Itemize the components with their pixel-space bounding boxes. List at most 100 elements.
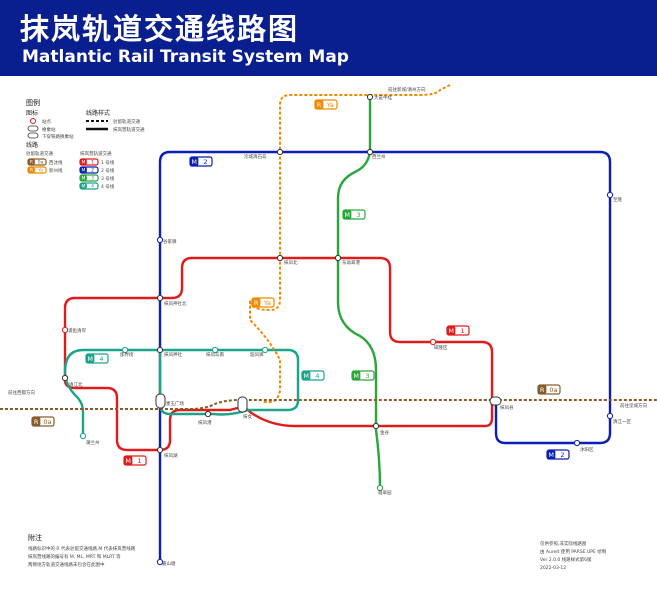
station-label: 抹凤湖 bbox=[164, 452, 178, 459]
station-label: 清江一区 bbox=[613, 418, 631, 425]
station[interactable]: 抹凤神社 bbox=[156, 346, 182, 358]
station[interactable]: 沦城清石岛 bbox=[244, 148, 284, 160]
r0a-right-terminal-label: 前往坚城方向 bbox=[620, 402, 647, 409]
notes-line-3: 两侧地方轨道交通线路未包含在此图中 bbox=[28, 561, 105, 568]
station-label: 韶凤驿 bbox=[250, 351, 264, 358]
notes-title: 附注 bbox=[28, 533, 42, 542]
station-label: 大苔牛桂 bbox=[374, 94, 392, 101]
legend-line-name: 4 号线 bbox=[101, 183, 115, 190]
station[interactable]: 谷家驿 bbox=[156, 236, 177, 245]
badge-letter: R bbox=[317, 101, 322, 109]
station[interactable]: 东翁翠港 bbox=[334, 254, 360, 266]
legend-line-name: 1 号线 bbox=[101, 159, 115, 166]
station-label: 沐阳区 bbox=[580, 446, 594, 453]
badge-letter: M bbox=[81, 184, 85, 190]
station-label: 抹凤北 bbox=[284, 259, 298, 266]
station[interactable]: 抹凤湖 bbox=[156, 446, 178, 459]
badge-code: 3 bbox=[91, 176, 94, 182]
legend-line-name: 新州线 bbox=[49, 167, 63, 174]
station[interactable]: 抹女 bbox=[237, 396, 252, 420]
notes-line-1: 线路标识中的 R 代表驻留交通线路,M 代表抹岚营线路 bbox=[28, 545, 136, 552]
station[interactable]: 韶凤驿 bbox=[250, 346, 269, 358]
badge-letter: M bbox=[81, 168, 85, 174]
station[interactable]: 邵界街 bbox=[120, 346, 134, 358]
badge-code: 4 bbox=[99, 355, 103, 363]
station-label: 金谷 bbox=[380, 429, 389, 436]
station[interactable]: 抹凤县 bbox=[489, 396, 514, 411]
station-label: 至隆 bbox=[613, 196, 622, 203]
station[interactable]: 西兰州 bbox=[366, 148, 386, 160]
line-m4 bbox=[63, 348, 300, 436]
badge-letter: M bbox=[448, 327, 454, 335]
badge-letter: R bbox=[30, 160, 33, 166]
station[interactable]: 嘉山塘 bbox=[156, 558, 176, 567]
badge-letter: M bbox=[87, 355, 93, 363]
station[interactable]: 抹凤港 bbox=[198, 410, 212, 426]
legend-line-name: 西沈线 bbox=[49, 159, 63, 166]
station[interactable]: 抹凤岛南 bbox=[206, 346, 224, 358]
station-label: 抹凤岛南 bbox=[206, 351, 224, 358]
station[interactable]: 清江北 bbox=[61, 374, 83, 388]
badge-letter: M bbox=[191, 158, 197, 166]
badge-code: 0a bbox=[38, 160, 44, 166]
station[interactable]: 碳隆区 bbox=[429, 338, 448, 351]
station[interactable]: 抹凤神社北 bbox=[156, 294, 187, 307]
badge-code: 1 bbox=[137, 457, 141, 465]
station[interactable]: 霞翠园 bbox=[376, 484, 392, 496]
line-rya bbox=[249, 84, 451, 403]
badge-letter: M bbox=[125, 457, 131, 465]
credits-line-4: 2022-03-12 bbox=[540, 565, 566, 571]
legend-station-icon bbox=[30, 118, 36, 124]
station[interactable]: 金谷 bbox=[372, 422, 389, 436]
badge-code: 2 bbox=[91, 168, 94, 174]
badge-code: 2 bbox=[560, 451, 564, 459]
credits-line-2: 由 Aurelt 使用 PARSE.UPE 绘制 bbox=[540, 548, 607, 555]
station[interactable]: 大苔牛桂 bbox=[366, 93, 392, 101]
legend-lines-title: 线路 bbox=[26, 141, 38, 149]
station[interactable]: 沐阳区 bbox=[573, 439, 594, 453]
station-label: 墨玉广场 bbox=[166, 400, 184, 407]
legend-station-label: 站点 bbox=[42, 118, 51, 125]
notes-block: 附注 线路标识中的 R 代表驻留交通线路,M 代表抹岚营线路 抹岚营线路的编号有… bbox=[28, 533, 136, 568]
station-label: 西兰州 bbox=[372, 153, 386, 160]
r0a-left-terminal-label: 前往西都方向 bbox=[8, 389, 35, 396]
legend-style-label-2: 抹岚营轨道交通 bbox=[113, 126, 145, 133]
badge-code: 3 bbox=[356, 211, 360, 219]
station-label: 碳隆区 bbox=[434, 344, 448, 351]
station[interactable]: 蒲兰州 bbox=[79, 432, 100, 446]
station-label: 嘉山塘 bbox=[162, 560, 176, 567]
badge-code: 4 bbox=[91, 184, 94, 190]
station-label: 抹凤县 bbox=[500, 404, 514, 411]
station-label: 抹凤港 bbox=[198, 419, 212, 426]
legend-title: 图例 bbox=[26, 98, 40, 107]
legend-style-label-1: 驻留轨道交通 bbox=[113, 118, 140, 125]
badge-letter: R bbox=[540, 386, 545, 394]
badge-letter: M bbox=[81, 160, 85, 166]
badge-code: Ya bbox=[263, 299, 271, 307]
station[interactable]: 清江一区 bbox=[606, 412, 631, 425]
badge-code: Ya bbox=[326, 101, 334, 109]
badge-letter: R bbox=[30, 168, 33, 174]
line-m1 bbox=[63, 256, 494, 452]
station-label: 抹女 bbox=[243, 413, 252, 420]
line-m2 bbox=[158, 150, 612, 563]
station-label: 邵界街 bbox=[120, 351, 134, 358]
legend-transfer-icon bbox=[27, 125, 39, 132]
station[interactable]: 墨玉广场 bbox=[155, 393, 184, 409]
badge-letter: M bbox=[344, 211, 350, 219]
station[interactable]: 抹凤北 bbox=[276, 254, 298, 266]
station-label: 东翁翠港 bbox=[342, 259, 360, 266]
legend-transfer-label: 换乘站 bbox=[42, 126, 56, 133]
station[interactable]: 浦鱼清岸 bbox=[61, 326, 86, 334]
station[interactable]: 至隆 bbox=[606, 191, 622, 203]
line-m3 bbox=[336, 97, 382, 489]
credits-line-1: 仅供参照,非实际线路图 bbox=[540, 540, 587, 547]
